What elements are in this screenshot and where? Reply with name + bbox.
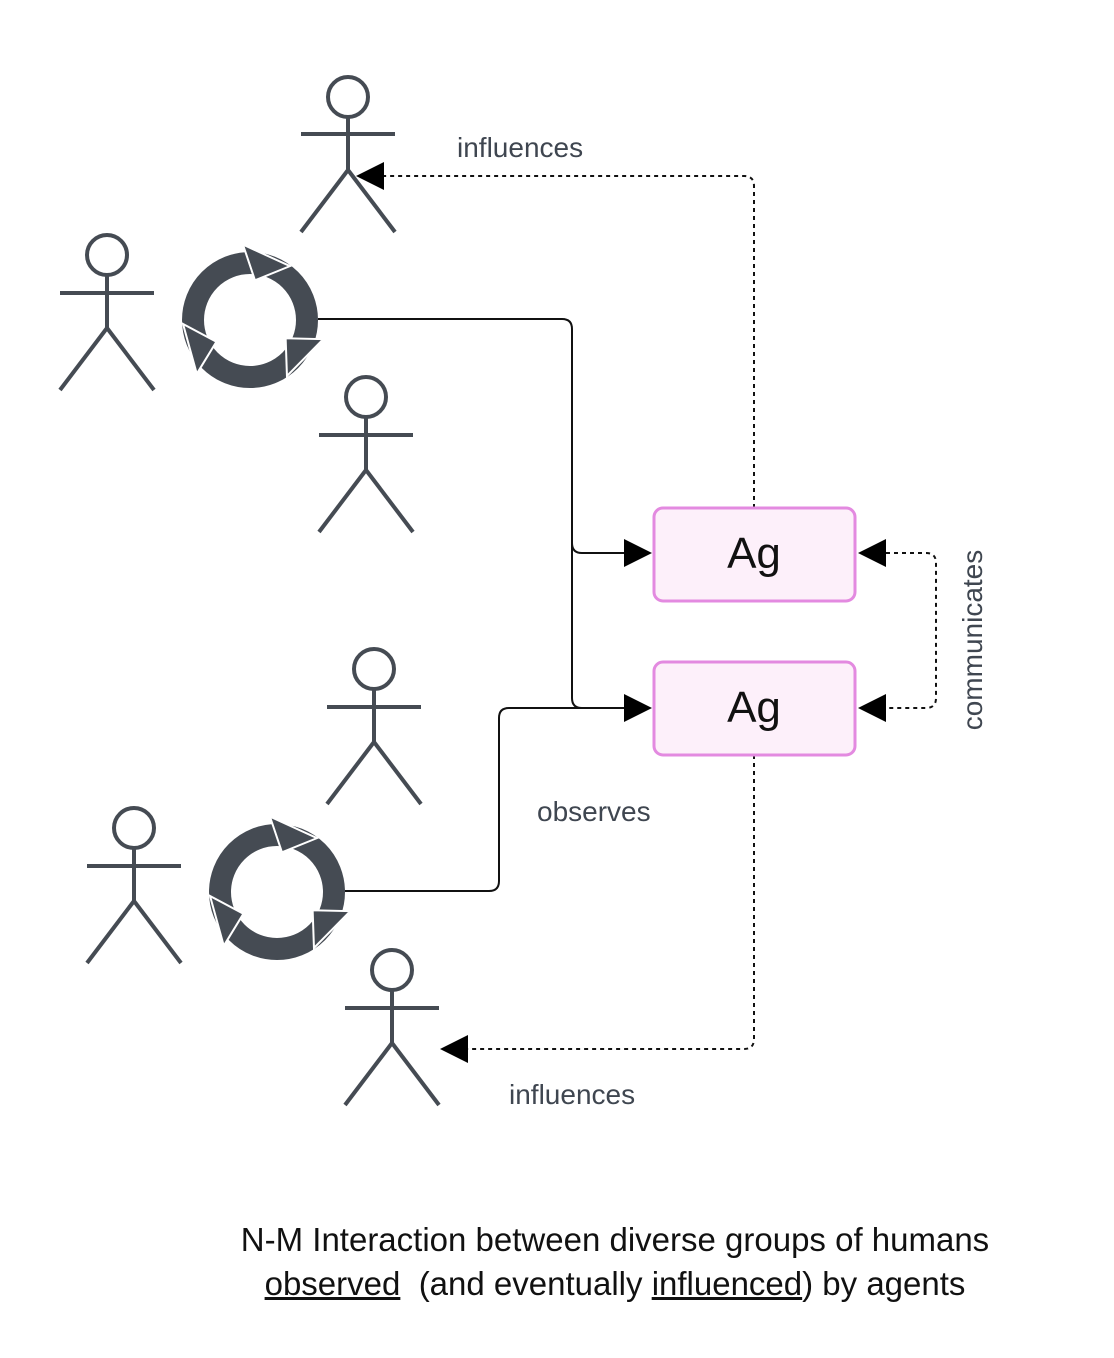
human-group2-left (85, 806, 183, 965)
human-group2-top (325, 647, 423, 806)
observes-label: observes (537, 796, 651, 827)
caption-line-1: N-M Interaction between diverse groups o… (240, 1221, 990, 1258)
arrowhead (858, 694, 886, 722)
agent-box-bottom: Ag (652, 660, 857, 757)
caption-line-2: observed (and eventually influenced) by … (180, 1262, 1050, 1306)
caption-end: ) by agents (802, 1265, 966, 1302)
arrowhead (624, 539, 652, 567)
influences-label-top: influences (457, 132, 583, 163)
arrowhead (356, 162, 384, 190)
influence-edge-top (384, 175, 755, 508)
caption-mid: (and eventually (400, 1265, 652, 1302)
agent-box-top: Ag (652, 506, 857, 603)
agent-label: Ag (727, 683, 781, 732)
interaction-cycle-icon (181, 242, 326, 388)
diagram-caption: N-M Interaction between diverse groups o… (180, 1218, 1050, 1306)
arrowhead (440, 1035, 468, 1063)
observe-edge-group1 (318, 318, 626, 554)
influences-label-bottom: influences (509, 1079, 635, 1110)
arrowhead (858, 539, 886, 567)
human-bottom-influenced (343, 948, 441, 1107)
communicate-edge (886, 552, 937, 709)
agent-label: Ag (727, 529, 781, 578)
observe-edge-group1-branch (571, 540, 626, 709)
caption-observed: observed (264, 1265, 401, 1302)
caption-influenced: influenced (651, 1265, 803, 1302)
interaction-cycle-icon (208, 814, 353, 960)
observe-edge-group2 (345, 707, 626, 892)
communicates-label: communicates (957, 550, 988, 731)
arrowhead (624, 694, 652, 722)
human-group1-right (317, 375, 415, 534)
human-group1-left (58, 233, 156, 392)
human-top-influenced (299, 75, 397, 234)
